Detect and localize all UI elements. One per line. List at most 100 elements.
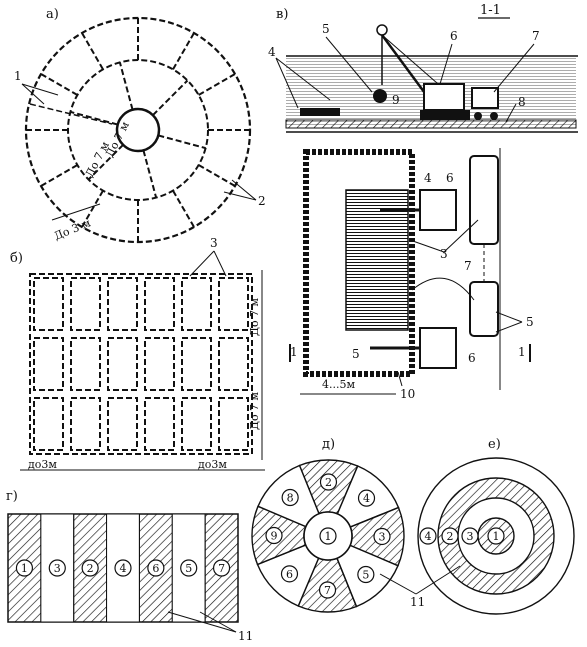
outer-radial-joint	[40, 164, 78, 187]
callout-4-section: 4	[268, 45, 276, 59]
leader-1a	[21, 83, 45, 105]
grid-outline	[29, 273, 253, 455]
sequence-number: 6	[152, 562, 159, 575]
bucket-icon	[373, 89, 387, 103]
sequence-marker	[319, 527, 337, 545]
dim-line-a	[51, 203, 101, 221]
callout-11-de: 11	[410, 595, 425, 609]
sequence-marker	[441, 527, 459, 545]
wall-plan-outline	[303, 149, 415, 377]
leader-5-plan-b	[495, 321, 523, 333]
dim-7m-b1: До 7 м	[248, 297, 261, 336]
section-mark-right-label: 1	[518, 345, 526, 359]
leader-11-g-b	[167, 611, 237, 633]
truck-plan-bottom-icon	[469, 281, 499, 337]
leader-11-e	[415, 565, 461, 595]
grid-panel	[107, 277, 138, 331]
callout-3-plan: 3	[440, 247, 448, 261]
sequence-marker	[487, 527, 505, 545]
sequence-marker	[265, 526, 283, 545]
panel-label-b: б)	[10, 251, 23, 266]
callout-10: 10	[400, 387, 415, 401]
callout-6-plan-bottom: 6	[468, 351, 476, 365]
sequence-number: 1	[493, 530, 500, 543]
panel-label-v: в)	[276, 7, 288, 22]
outer-radial-joint	[40, 73, 78, 96]
crane-pulley-icon	[376, 24, 388, 36]
leader-11-g-a	[199, 611, 237, 633]
sequence-marker	[281, 488, 299, 507]
panel-label-e: е)	[488, 437, 501, 452]
sequence-marker	[180, 559, 198, 577]
sequence-marker	[419, 527, 437, 545]
outer-radial-joint	[198, 73, 236, 96]
section-mark-left-label: 1	[290, 345, 298, 359]
sequence-number: 5	[185, 562, 192, 575]
section-label: 1-1	[480, 3, 501, 18]
sequence-number: 1	[21, 562, 28, 575]
leader-3-plan-a	[409, 239, 445, 253]
leader-4-section-a	[275, 57, 299, 109]
crane-boom	[380, 34, 432, 101]
panel-v-section-and-plan: в) 1-1 5 6 7 4 9 8	[268, 3, 578, 401]
grid-panel	[70, 337, 101, 391]
callout-5-section: 5	[322, 22, 330, 36]
leader-6-section	[439, 43, 453, 85]
sequence-number: 8	[287, 491, 294, 504]
sequence-marker	[280, 565, 299, 583]
leader-2b	[223, 191, 257, 201]
leader-4-section-b	[275, 57, 331, 101]
sequence-marker	[357, 489, 376, 507]
grid-panel	[144, 337, 175, 391]
crane-tracks-icon	[420, 110, 470, 120]
outer-radial-joint	[172, 190, 195, 228]
center-ring	[115, 107, 161, 153]
leader-2a	[231, 179, 257, 201]
grid-panel	[218, 277, 249, 331]
grid-panel	[33, 397, 64, 451]
truck-plan-top-icon	[469, 155, 499, 245]
leader-5-plan-a	[495, 311, 523, 323]
crane-cable	[381, 34, 446, 91]
sequence-number: 9	[271, 530, 278, 543]
dim-7m-b2: До 7 м	[248, 391, 261, 430]
sequence-number: 4	[120, 562, 127, 575]
inner-radial-joint	[142, 150, 158, 198]
leader-11-d	[379, 573, 417, 595]
diameter-joint	[29, 103, 113, 125]
panel-label-d: д)	[322, 437, 335, 452]
grid-panel	[218, 337, 249, 391]
crane-plan-top-icon	[419, 189, 457, 231]
truck-cab-icon	[471, 87, 499, 109]
dim-45m: 4...5м	[322, 378, 355, 391]
leader-3-plan-b	[443, 219, 479, 253]
sequence-marker	[48, 559, 66, 577]
sequence-marker	[373, 527, 391, 546]
sequence-marker	[357, 565, 375, 584]
sequence-marker	[15, 559, 34, 577]
inner-radial-joint	[70, 110, 118, 126]
outer-radial-joint	[198, 164, 236, 187]
inner-radial-joint	[87, 144, 124, 181]
panel-label-a: а)	[46, 7, 59, 22]
grid-panel	[33, 277, 64, 331]
sequence-number: 4	[425, 530, 432, 543]
grid-joints	[29, 273, 253, 455]
callout-2: 2	[258, 194, 266, 208]
grid-panel	[70, 277, 101, 331]
slab-section	[285, 119, 577, 129]
callout-5-plan-left: 5	[352, 347, 360, 361]
grid-panel	[33, 337, 64, 391]
callout-8: 8	[518, 95, 526, 109]
grid-panel	[144, 277, 175, 331]
sequence-marker	[147, 559, 165, 577]
dim-3m-b1: до3м	[28, 458, 57, 471]
reinforcement-cage	[345, 189, 409, 331]
inner-radial-joints	[70, 62, 206, 198]
truck-wheel-icon	[474, 112, 482, 120]
callout-7-section: 7	[532, 29, 540, 43]
swing-arc	[411, 277, 475, 301]
grid-panel	[107, 397, 138, 451]
